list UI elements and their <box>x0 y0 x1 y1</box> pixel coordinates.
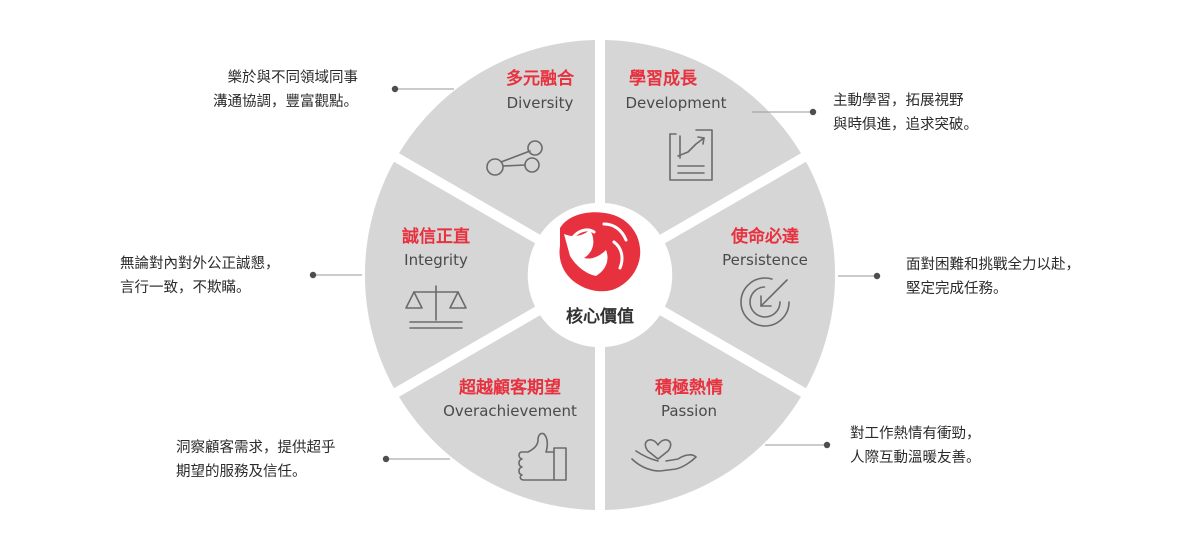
subtitle-passion: Passion <box>661 402 717 420</box>
description-passion-line-2: 人際互動溫暖友善。 <box>850 449 981 466</box>
description-overachievement-line-2: 期望的服務及信任。 <box>176 463 307 480</box>
subtitle-development: Development <box>626 94 727 112</box>
description-passion-line-1: 對工作熱情有衝勁， <box>850 425 981 442</box>
descriptions: 樂於與不同領域同事 溝通協調，豐富觀點。 主動學習，拓展視野 與時俱進，追求突破… <box>120 69 1080 480</box>
description-persistence-line-2: 堅定完成任務。 <box>906 280 1008 297</box>
segment-persistence <box>664 161 836 389</box>
description-development-line-1: 主動學習，拓展視野 <box>833 91 964 109</box>
title-passion: 積極熱情 <box>655 377 723 398</box>
title-overachievement: 超越顧客期望 <box>459 377 561 398</box>
balance-scale-icon <box>405 285 467 329</box>
target-arrow-icon <box>740 277 790 327</box>
subtitle-integrity: Integrity <box>404 251 468 269</box>
lion-head-logo <box>559 212 641 292</box>
growth-document-icon <box>669 129 713 181</box>
title-persistence: 使命必達 <box>730 226 799 247</box>
leader-dot-diversity <box>391 85 399 93</box>
segment-integrity <box>364 161 536 389</box>
description-diversity-line-1: 樂於與不同領域同事 <box>228 69 359 86</box>
leader-dot-passion <box>823 441 831 449</box>
leader-dot-persistence <box>873 272 881 280</box>
center-label: 核心價值 <box>566 306 634 327</box>
description-persistence-line-1: 面對困難和挑戰全力以赴， <box>906 255 1080 273</box>
description-development-line-2: 與時俱進，追求突破。 <box>833 116 978 133</box>
segments-group <box>364 40 836 510</box>
title-development: 學習成長 <box>629 68 698 89</box>
subtitle-diversity: Diversity <box>507 94 574 112</box>
network-nodes-icon <box>486 140 543 176</box>
title-integrity: 誠信正直 <box>402 226 470 247</box>
description-integrity-line-1: 無論對內對外公正誠懇， <box>120 255 280 272</box>
leader-dot-integrity <box>309 271 317 279</box>
leader-lines <box>309 85 881 463</box>
leader-dot-overachievement <box>382 455 390 463</box>
segment-labels: 多元融合 Diversity 學習成長 Development 使命必達 Per… <box>402 68 808 420</box>
subtitle-overachievement: Overachievement <box>443 402 577 420</box>
thumbs-up-icon <box>518 432 567 481</box>
description-overachievement-line-1: 洞察顧客需求，提供超乎 <box>176 438 336 456</box>
description-integrity-line-2: 言行一致，不欺瞞。 <box>120 279 251 296</box>
title-diversity: 多元融合 <box>506 68 575 89</box>
segment-passion <box>605 315 801 510</box>
segment-overachievement <box>399 315 595 510</box>
segment-diversity <box>399 40 595 235</box>
subtitle-persistence: Persistence <box>722 251 808 269</box>
description-diversity-line-2: 溝通協調，豐富觀點。 <box>213 92 358 110</box>
heart-in-hand-icon <box>631 439 697 472</box>
leader-dot-development <box>809 108 817 116</box>
